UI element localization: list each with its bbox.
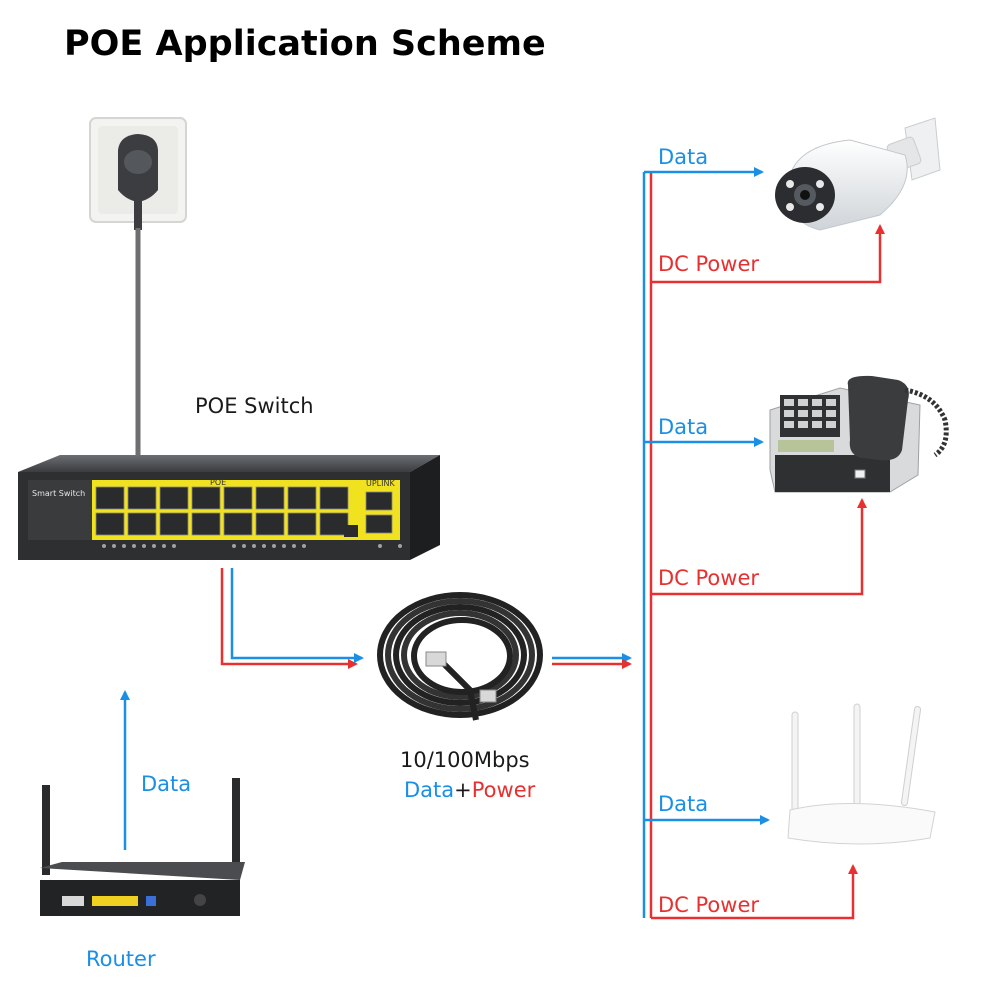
voip-phone-icon xyxy=(769,375,949,493)
camera-data-label: Data xyxy=(658,145,709,169)
home-router-icon xyxy=(40,778,245,916)
cable-plus-sign: + xyxy=(454,778,472,802)
wifi-power-line xyxy=(651,864,858,920)
cable-data-word: Data xyxy=(404,778,455,802)
wifi-power-label: DC Power xyxy=(658,893,760,917)
cable-speed-label: 10/100Mbps xyxy=(400,748,530,772)
switch-data-line xyxy=(230,568,364,663)
ip-camera-icon xyxy=(775,117,941,231)
wifi-router-icon xyxy=(787,703,936,845)
phone-power-line xyxy=(651,498,867,596)
wall-socket-icon xyxy=(89,117,187,230)
switch-poe-label: POE xyxy=(210,478,226,487)
phone-data-label: Data xyxy=(658,415,709,439)
ethernet-cable-icon xyxy=(377,592,543,721)
router-data-label: Data xyxy=(141,772,192,796)
page-title: POE Application Scheme xyxy=(64,24,546,64)
camera-power-label: DC Power xyxy=(658,252,760,276)
poe-switch-icon: Smart Switch POE UPLINK xyxy=(18,455,440,560)
camera-power-line xyxy=(651,224,885,284)
poe-switch-label: POE Switch xyxy=(195,394,314,418)
router-label: Router xyxy=(86,947,156,971)
phone-power-label: DC Power xyxy=(658,566,760,590)
cable-data-power-label: Data+Power xyxy=(404,778,535,802)
switch-uplink-label: UPLINK xyxy=(366,479,395,488)
wifi-data-label: Data xyxy=(658,792,709,816)
switch-power-line xyxy=(220,568,358,669)
switch-brand: Smart Switch xyxy=(32,489,85,498)
cable-power-word: Power xyxy=(471,778,536,802)
